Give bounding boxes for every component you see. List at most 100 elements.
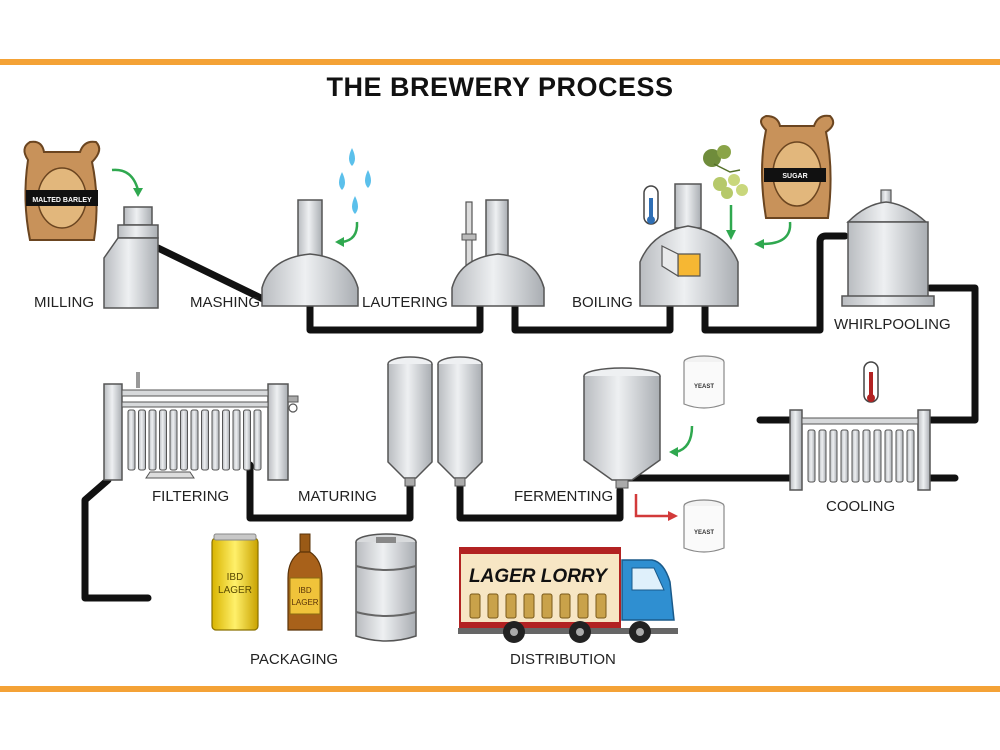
lager-lorry: LAGER LORRY	[458, 547, 678, 643]
filter-plate	[253, 409, 262, 471]
filter-plate	[138, 409, 146, 471]
can-label-2: LAGER	[218, 585, 252, 596]
bottom-border	[0, 686, 1000, 692]
bottle-label-2: LAGER	[291, 598, 318, 607]
beer-can: IBD LAGER	[211, 533, 259, 631]
cooling-plate	[840, 429, 849, 483]
cooling-plate	[851, 429, 860, 483]
sugar-sack-label: SUGAR	[782, 173, 807, 180]
lorry-keg	[577, 593, 589, 619]
label-distribution: DISTRIBUTION	[510, 651, 616, 668]
label-filtering: FILTERING	[152, 488, 230, 505]
filter-plate	[232, 409, 241, 471]
arrow-sugar-head	[754, 239, 764, 249]
yeast-out-canister: YEAST	[683, 499, 725, 553]
label-cooling: COOLING	[826, 498, 896, 515]
arrow-yeast-in	[675, 425, 694, 454]
pipe-milling-mashing	[154, 244, 269, 304]
beer-keg	[355, 533, 417, 642]
lorry-keg	[505, 593, 517, 619]
hops-icon	[703, 145, 748, 199]
cooling-plate	[807, 429, 816, 483]
can-label-1: IBD	[227, 572, 244, 583]
label-mashing: MASHING	[190, 294, 261, 311]
thermometer-cool-icon	[863, 361, 879, 403]
arrow-yeast-in-head	[669, 447, 678, 457]
water-drops-icon	[339, 148, 371, 214]
pipe-whirlpool-cooling	[926, 284, 979, 424]
lorry-keg	[523, 593, 535, 619]
pipe-maturing-filtering	[246, 461, 414, 522]
filter-plate	[190, 409, 199, 471]
arrow-yeast-out-head	[668, 511, 678, 521]
pipe-filtering-packaging	[81, 476, 152, 602]
filter-plate	[201, 409, 209, 471]
arrow-barley-to-mill	[111, 168, 140, 191]
cooling-exchanger	[789, 409, 931, 491]
cooling-plate	[873, 429, 882, 483]
lorry-keg	[559, 593, 571, 619]
label-packaging: PACKAGING	[250, 651, 339, 668]
label-milling: MILLING	[34, 294, 95, 311]
filter-plate	[243, 409, 251, 471]
lorry-cargo	[469, 593, 607, 619]
cooling-plate	[895, 429, 904, 483]
filter-plate	[159, 409, 167, 471]
arrow-yeast-out	[634, 494, 670, 518]
lorry-keg	[541, 593, 553, 619]
arrow-barley-head	[133, 188, 143, 197]
lorry-keg	[469, 593, 481, 619]
cooling-plate	[862, 429, 871, 483]
label-lautering: LAUTERING	[362, 294, 448, 311]
arrow-sugar-to-boil	[761, 221, 792, 246]
pipe-boiling-whirlpool	[701, 232, 849, 334]
lautering-vessel	[451, 199, 545, 307]
lorry-keg	[487, 593, 499, 619]
whirlpool-vessel	[841, 189, 935, 307]
arrow-hops-head	[726, 230, 736, 240]
maturing-tanks	[387, 356, 483, 487]
bottle-label-1: IBD	[298, 586, 312, 595]
filter-press	[103, 372, 299, 481]
label-maturing: MATURING	[298, 488, 377, 505]
label-whirlpooling: WHIRLPOOLING	[834, 316, 951, 333]
arrow-water-to-mash	[341, 221, 359, 244]
beer-bottle: IBD LAGER	[287, 533, 323, 631]
sugar-sack: SUGAR	[760, 114, 835, 219]
yeast-out-label: YEAST	[694, 530, 714, 536]
fermenting-vessel	[583, 367, 661, 489]
filter-plate	[180, 409, 188, 471]
filter-plate	[211, 409, 220, 471]
pipe-lautering-boiling	[511, 302, 674, 334]
pipe-fermenting-maturing	[456, 481, 624, 522]
cooling-plates	[807, 429, 915, 483]
cooling-plate	[818, 429, 827, 483]
top-border	[0, 59, 1000, 65]
lorry-label: LAGER LORRY	[469, 566, 609, 587]
cooling-plate	[906, 429, 915, 483]
filter-plates	[127, 409, 262, 471]
yeast-in-label: YEAST	[694, 384, 714, 390]
thermometer-boil-icon	[643, 185, 659, 225]
cooling-plate	[829, 429, 838, 483]
diagram-title: THE BREWERY PROCESS	[326, 72, 674, 102]
filter-plate	[148, 409, 157, 471]
pipe-mashing-lautering	[306, 302, 484, 334]
barley-sack-label: MALTED BARLEY	[32, 197, 92, 204]
malted-barley-sack: MALTED BARLEY	[23, 140, 101, 241]
cooling-plate	[884, 429, 893, 483]
lorry-keg	[595, 593, 607, 619]
filter-plate	[127, 409, 136, 471]
mill-vessel	[103, 206, 159, 309]
boiling-vessel	[639, 183, 739, 307]
mashing-vessel	[261, 199, 359, 307]
label-boiling: BOILING	[572, 294, 633, 311]
filter-plate	[222, 409, 230, 471]
yeast-in-canister: YEAST	[683, 355, 725, 409]
pipe-cooling-fermenting	[621, 464, 794, 482]
label-fermenting: FERMENTING	[514, 488, 614, 505]
arrow-water-head	[335, 237, 344, 247]
filter-plate	[169, 409, 178, 471]
